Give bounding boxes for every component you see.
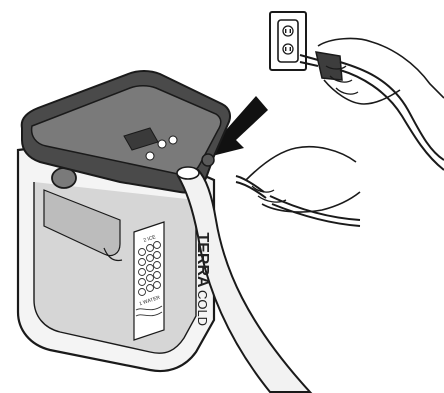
button-icon bbox=[158, 140, 166, 148]
brand-secondary: COLD bbox=[195, 290, 210, 326]
hand-lower bbox=[236, 147, 360, 226]
plug-icon bbox=[300, 52, 444, 170]
brand-primary: TERRA bbox=[194, 232, 211, 288]
